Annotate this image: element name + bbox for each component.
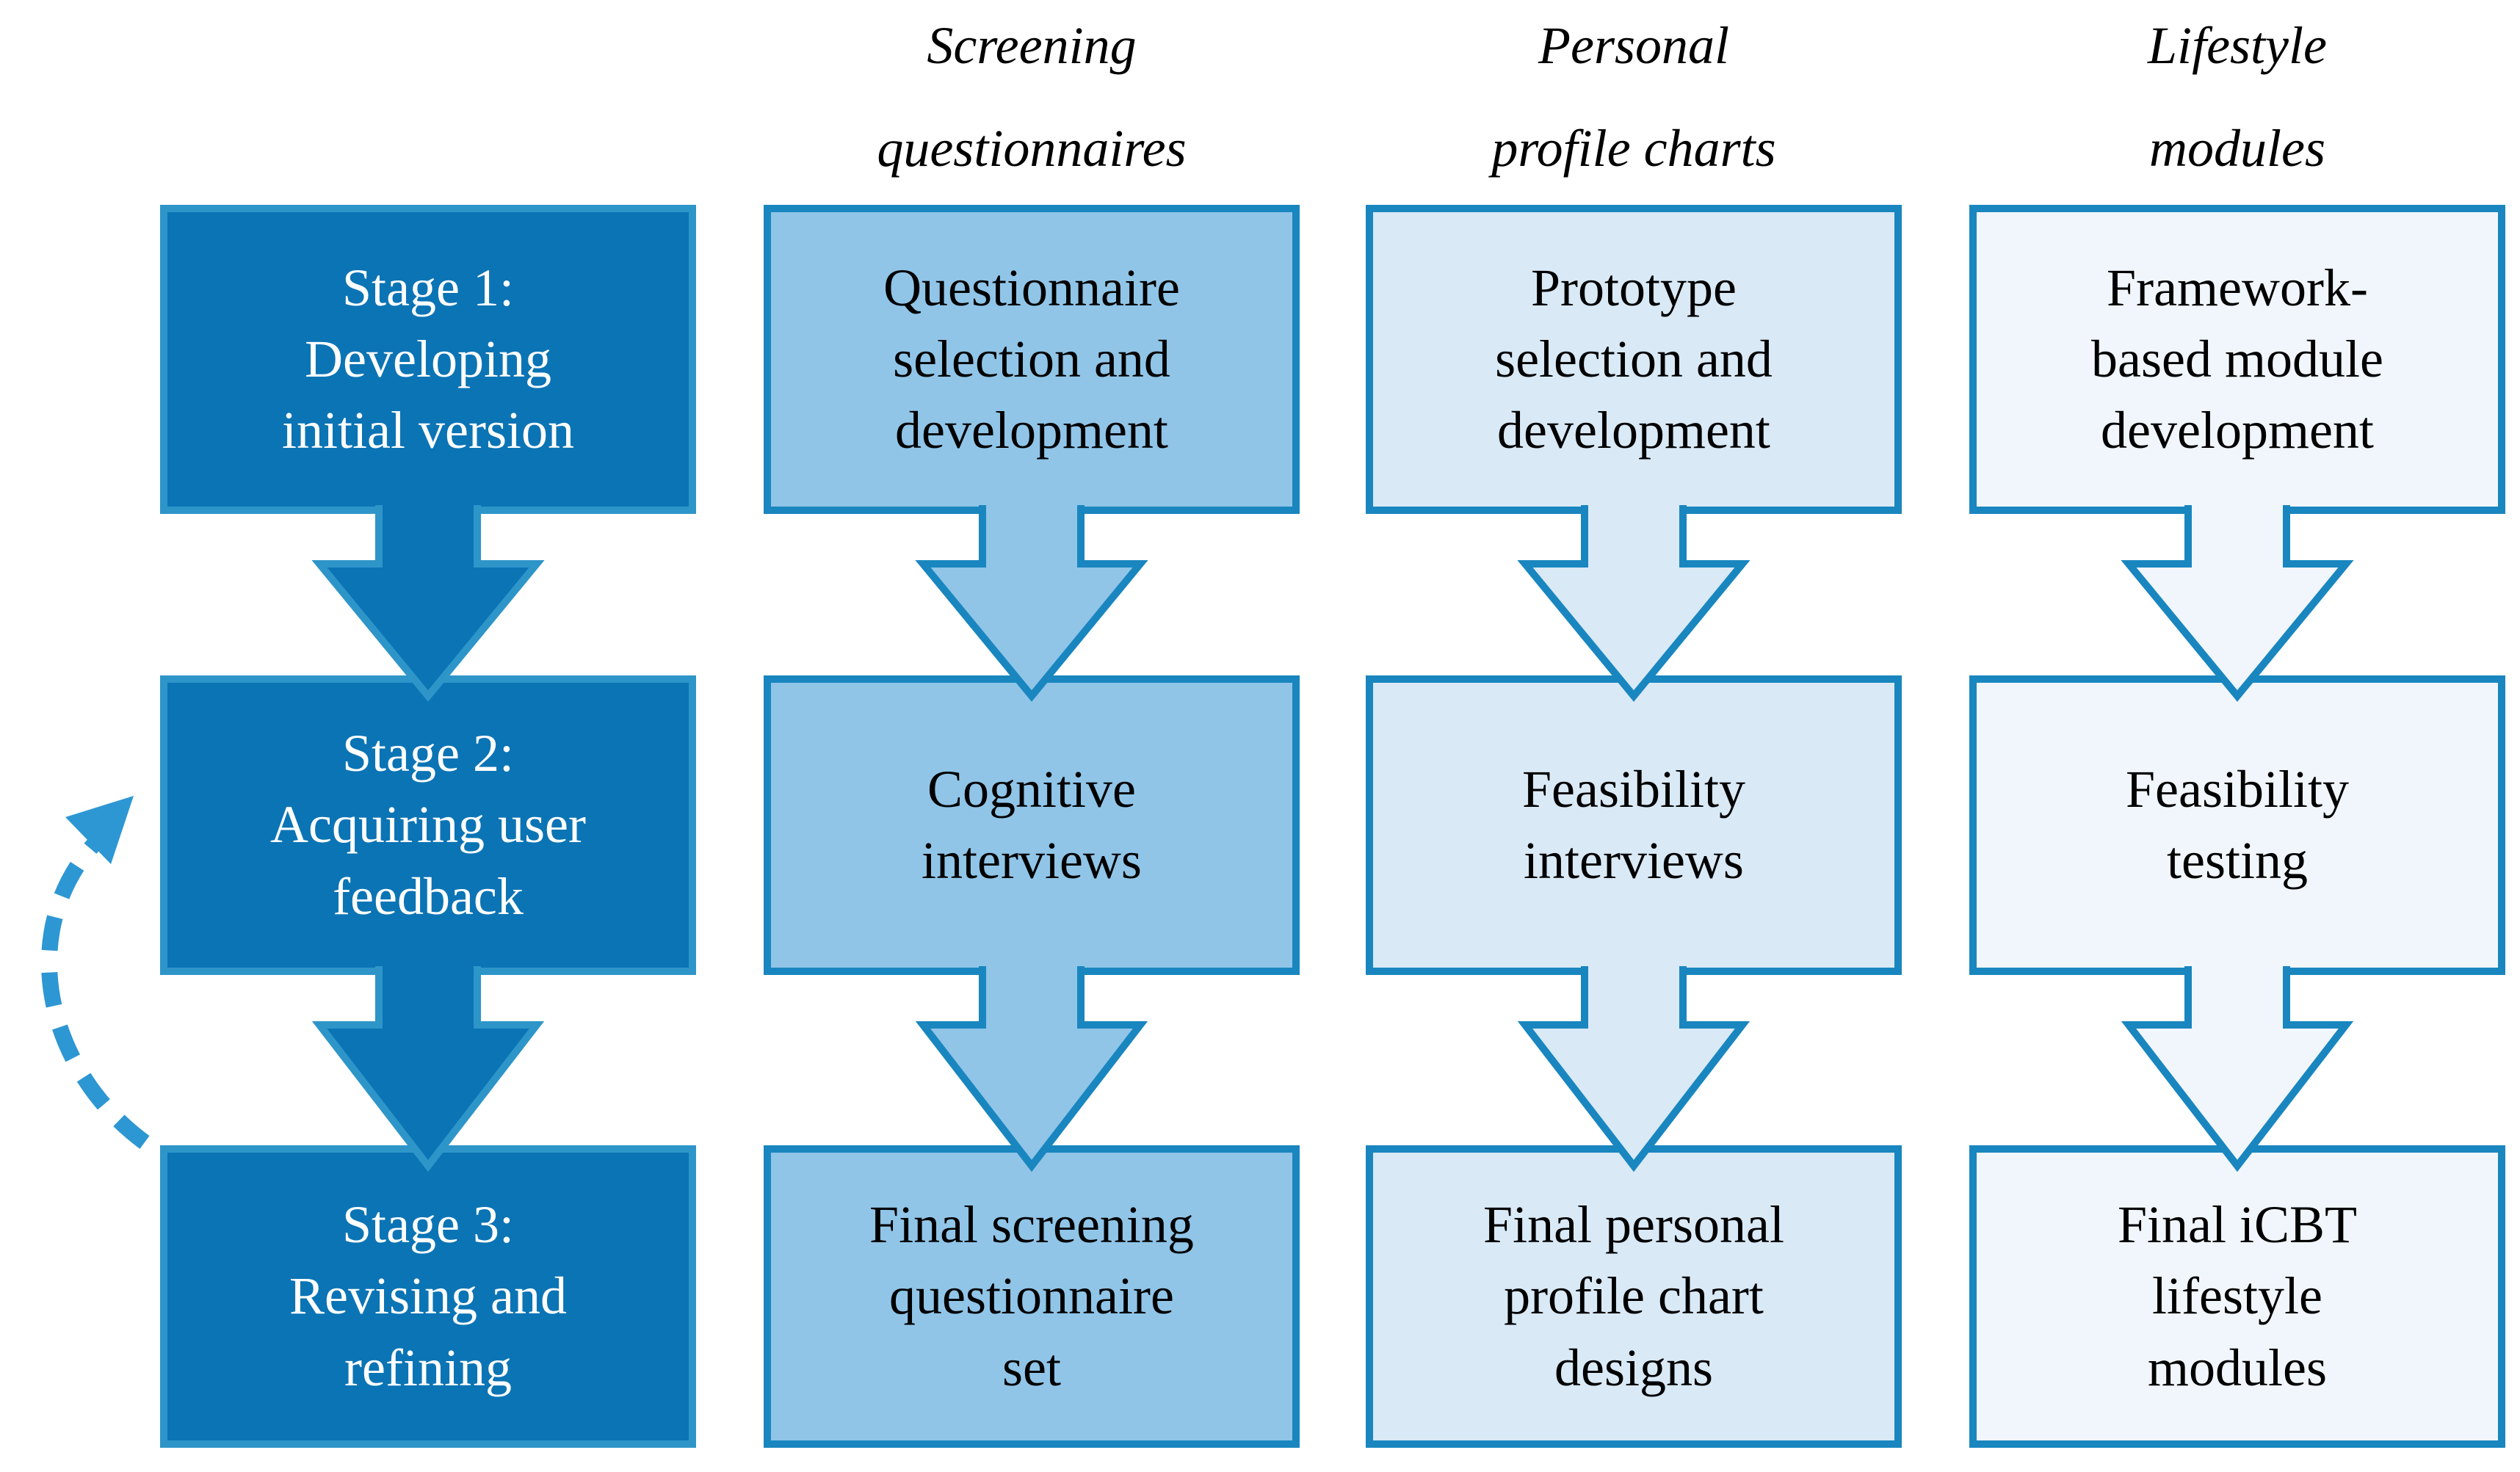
box-questionnaire-selection: Questionnaire selection and development [764,205,1300,514]
header-line: Personal [1538,16,1729,75]
down-arrow-lifestyle-1 [2121,505,2354,702]
header-line: modules [2149,119,2325,178]
column-header-personal-profile-charts: Personal profile charts [1366,0,1902,200]
box-prototype-selection: Prototype selection and development [1366,205,1902,514]
down-arrow-stages-2 [311,966,545,1172]
box-final-icbt-modules: Final iCBT lifestyle modules [1969,1145,2505,1448]
box-feasibility-interviews: Feasibility interviews [1366,675,1902,975]
box-questionnaire-selection-label: Questionnaire selection and development [883,258,1180,460]
down-arrow-lifestyle-2 [2121,966,2354,1172]
header-line: Screening [927,16,1137,75]
box-stage-2-label: Stage 2: Acquiring user feedback [270,724,586,926]
header-line: questionnaires [877,119,1187,178]
column-header-screening-questionnaires: Screening questionnaires [764,0,1300,200]
box-stage-1: Stage 1: Developing initial version [160,205,696,514]
box-stage-1-label: Stage 1: Developing initial version [282,258,574,460]
box-feasibility-testing: Feasibility testing [1969,675,2505,975]
box-cognitive-interviews-label: Cognitive interviews [922,759,1142,890]
box-stage-3-label: Stage 3: Revising and refining [289,1195,567,1397]
box-framework-module-development: Framework- based module development [1969,205,2505,514]
down-arrow-profile-charts-1 [1517,505,1750,702]
box-framework-module-development-label: Framework- based module development [2091,258,2383,460]
down-arrow-questionnaires-1 [915,505,1148,702]
down-arrow-stages-1 [311,505,545,702]
box-stage-3: Stage 3: Revising and refining [160,1145,696,1448]
down-arrow-questionnaires-2 [915,966,1148,1172]
box-final-profile-charts-label: Final personal profile chart designs [1483,1195,1784,1397]
box-feasibility-testing-label: Feasibility testing [2126,759,2349,890]
down-arrow-profile-charts-2 [1517,966,1750,1172]
header-line: Lifestyle [2148,16,2327,75]
box-cognitive-interviews: Cognitive interviews [764,675,1300,975]
box-feasibility-interviews-label: Feasibility interviews [1522,759,1745,890]
box-stage-2: Stage 2: Acquiring user feedback [160,675,696,975]
box-final-questionnaire-set-label: Final screening questionnaire set [869,1195,1194,1397]
header-line: profile charts [1491,119,1776,178]
feedback-loop-arrow [41,838,150,1149]
box-final-questionnaire-set: Final screening questionnaire set [764,1145,1300,1448]
column-header-lifestyle-modules: Lifestyle modules [1969,0,2505,200]
box-final-profile-charts: Final personal profile chart designs [1366,1145,1902,1448]
feedback-loop-arrowhead-icon [65,796,134,864]
box-final-icbt-modules-label: Final iCBT lifestyle modules [2117,1195,2358,1397]
box-prototype-selection-label: Prototype selection and development [1495,258,1773,460]
